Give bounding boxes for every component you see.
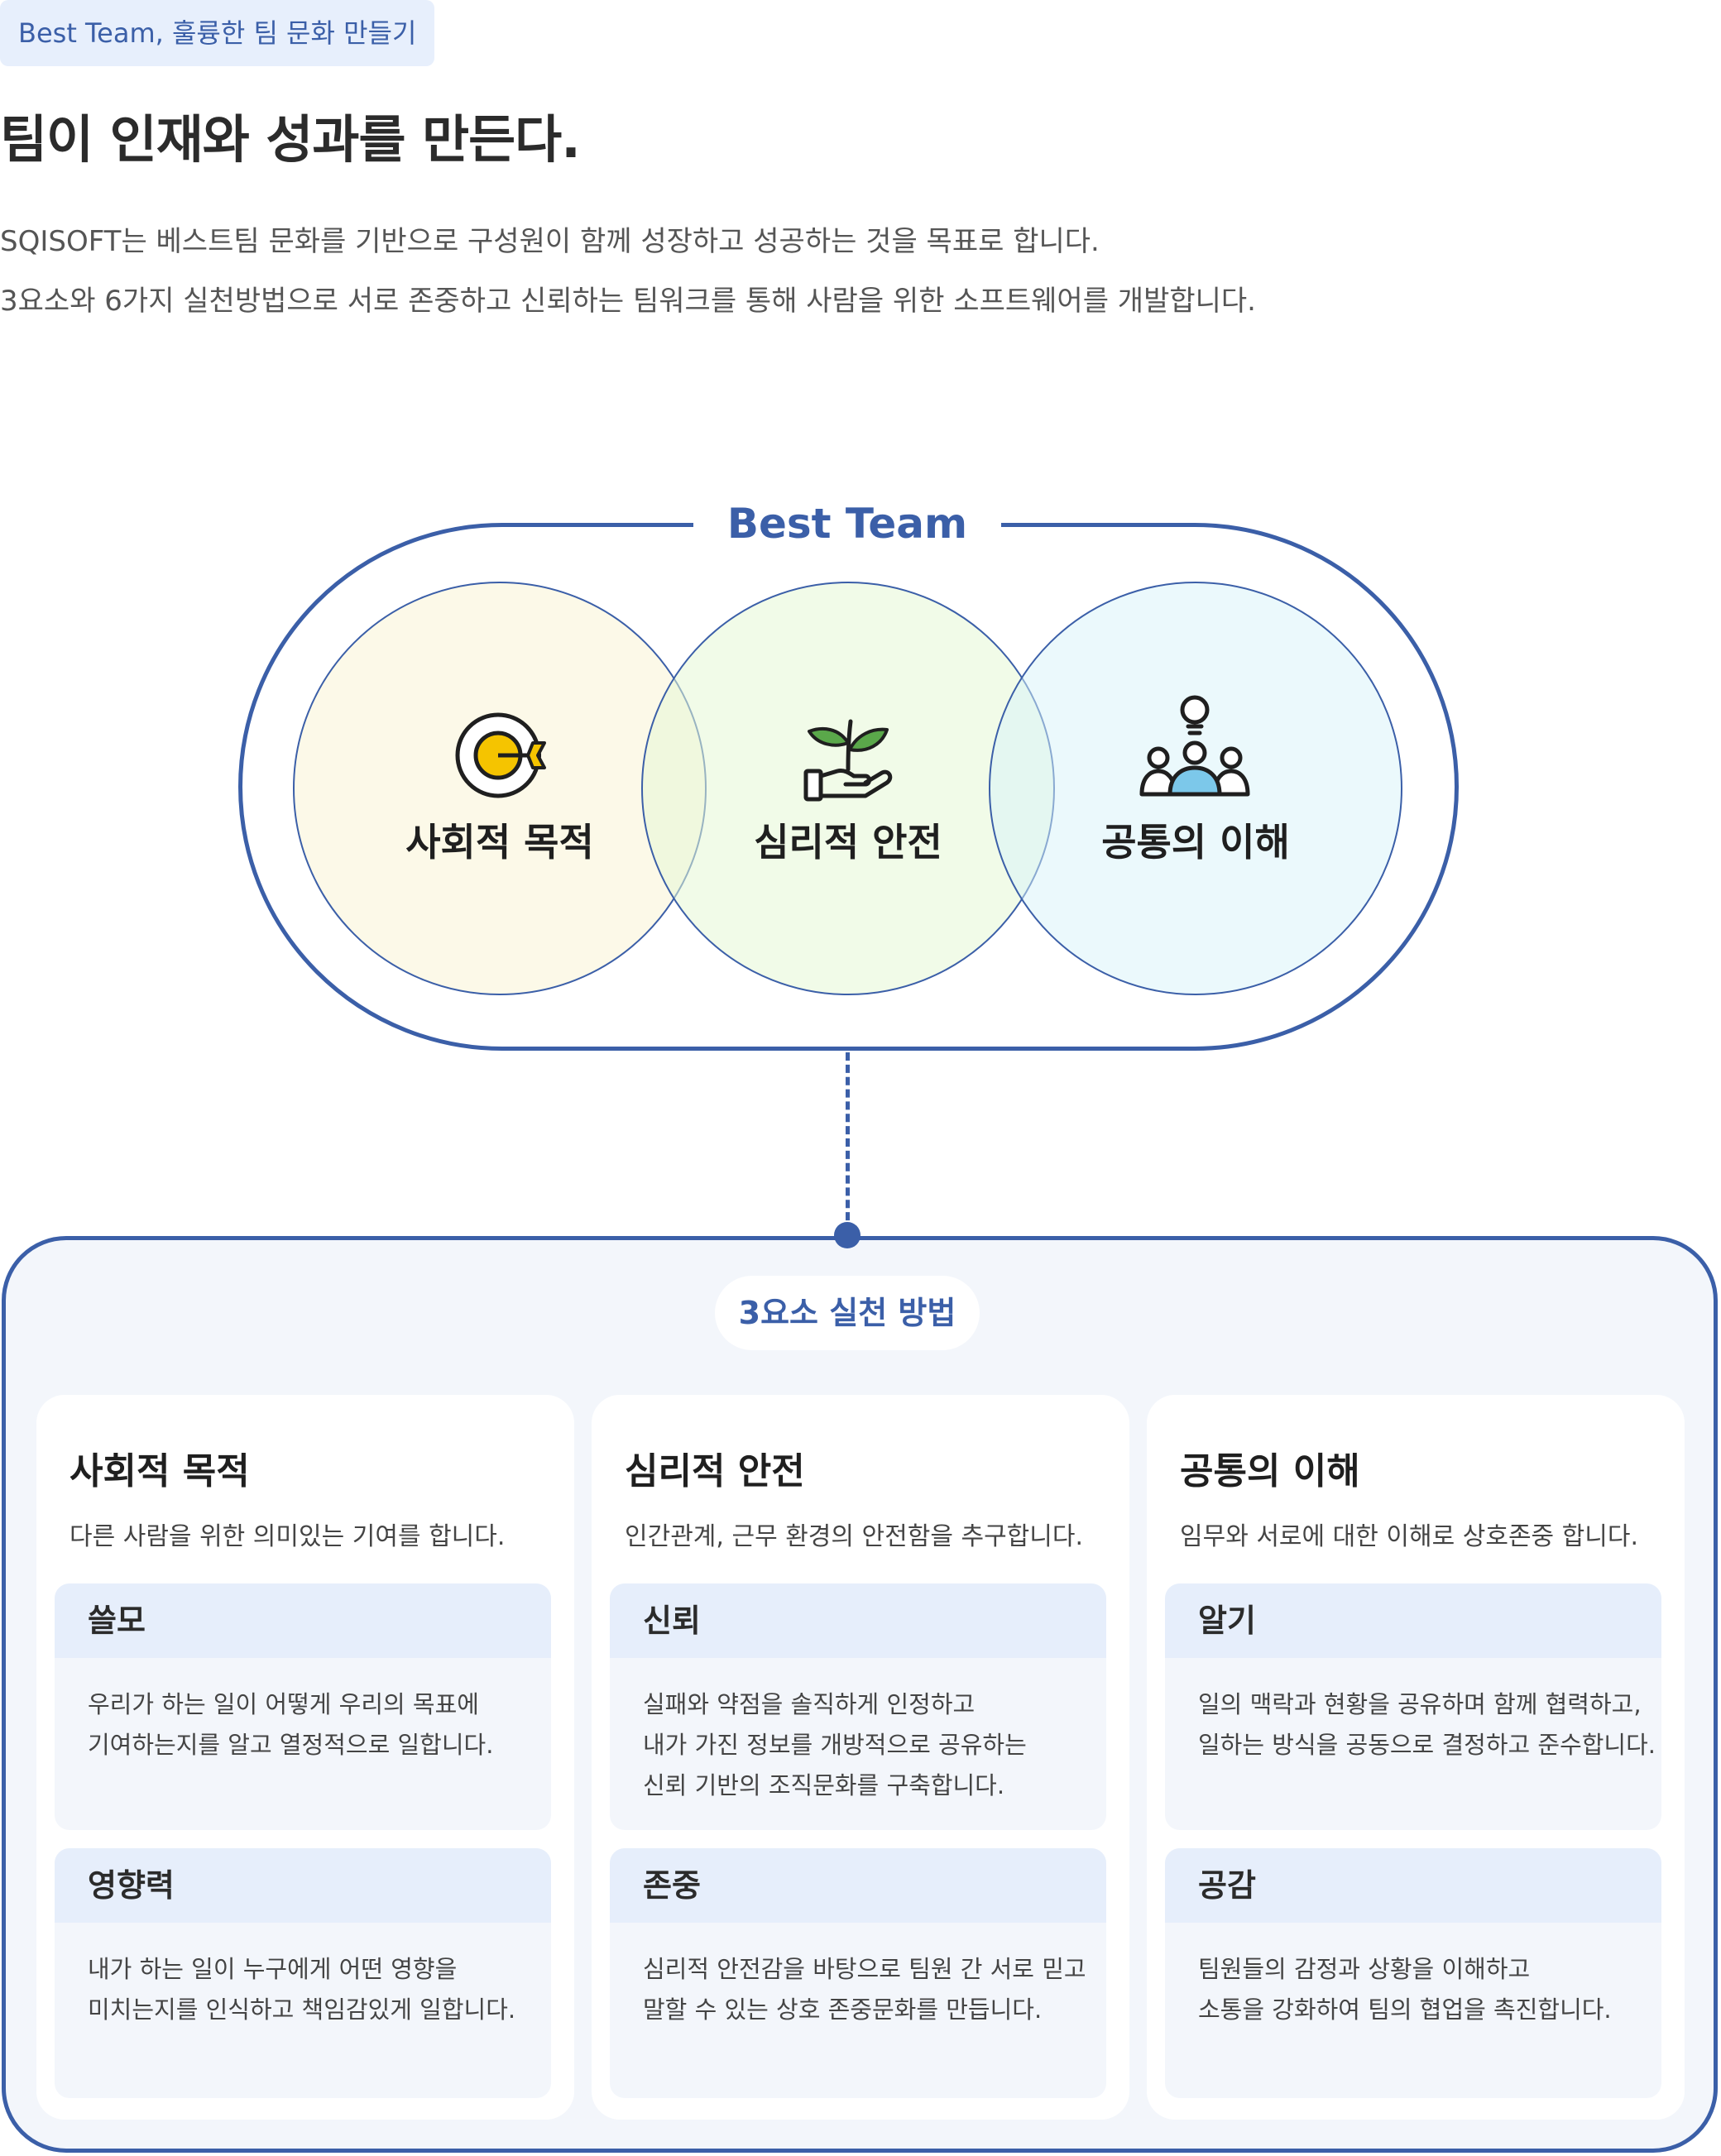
card-common-understanding: 공통의 이해 임무와 서로에 대한 이해로 상호존중 합니다. 알기 일의 맥락… <box>1147 1395 1685 2120</box>
circle-label: 사회적 목적 <box>405 820 594 865</box>
circle-psychological-safety <box>641 582 1055 995</box>
intro-line: 3요소와 6가지 실천방법으로 서로 존중하고 신뢰하는 팀워크를 통해 사람을… <box>0 285 1256 318</box>
diagram-title: Best Team <box>726 500 968 548</box>
circle-label: 공통의 이해 <box>1101 820 1290 865</box>
section-tag: Best Team, 훌륭한 팀 문화 만들기 <box>0 0 435 66</box>
card-title: 공통의 이해 <box>1180 1450 1360 1492</box>
practice-item-title: 알기 <box>1165 1583 1661 1658</box>
practice-item-title: 영향력 <box>55 1848 551 1923</box>
body-line: 심리적 안전감을 바탕으로 팀원 간 서로 믿고 <box>643 1955 1086 1983</box>
body-line: 일의 맥락과 현황을 공유하며 함께 협력하고, <box>1198 1690 1642 1718</box>
practice-item: 영향력 내가 하는 일이 누구에게 어떤 영향을 미치는지를 인식하고 책임감있… <box>55 1848 551 2098</box>
practice-item: 공감 팀원들의 감정과 상황을 이해하고 소통을 강화하여 팀의 협업을 촉진합… <box>1165 1848 1661 2098</box>
card-social-purpose: 사회적 목적 다른 사람을 위한 의미있는 기여를 합니다. 쓸모 우리가 하는… <box>36 1395 574 2120</box>
body-line: 팀원들의 감정과 상황을 이해하고 <box>1198 1955 1531 1983</box>
body-line: 신뢰 기반의 조직문화를 구축합니다. <box>643 1771 1005 1799</box>
practice-item-body: 팀원들의 감정과 상황을 이해하고 소통을 강화하여 팀의 협업을 촉진합니다. <box>1165 1923 1661 2030</box>
card-description: 인간관계, 근무 환경의 안전함을 추구합니다. <box>625 1522 1084 1551</box>
practice-item: 알기 일의 맥락과 현황을 공유하며 함께 협력하고, 일하는 방식을 공동으로… <box>1165 1583 1661 1830</box>
practice-item-body: 일의 맥락과 현황을 공유하며 함께 협력하고, 일하는 방식을 공동으로 결정… <box>1165 1658 1661 1766</box>
practice-item: 쓸모 우리가 하는 일이 어떻게 우리의 목표에 기여하는지를 알고 열정적으로… <box>55 1583 551 1830</box>
card-description: 임무와 서로에 대한 이해로 상호존중 합니다. <box>1180 1522 1639 1551</box>
practice-item-body: 내가 하는 일이 누구에게 어떤 영향을 미치는지를 인식하고 책임감있게 일합… <box>55 1923 551 2030</box>
card-description: 다른 사람을 위한 의미있는 기여를 합니다. <box>70 1522 506 1551</box>
connector-dot <box>834 1222 860 1248</box>
practice-item-title: 존중 <box>610 1848 1106 1923</box>
page-headline: 팀이 인재와 성과를 만든다. <box>0 109 581 170</box>
sprout-hand-icon <box>803 719 893 802</box>
card-title: 심리적 안전 <box>625 1450 805 1492</box>
body-line: 기여하는지를 알고 열정적으로 일합니다. <box>88 1731 494 1759</box>
intro-text: SQISOFT는 베스트팀 문화를 기반으로 구성원이 함께 성장하고 성공하는… <box>0 212 1256 331</box>
intro-line: SQISOFT는 베스트팀 문화를 기반으로 구성원이 함께 성장하고 성공하는… <box>0 225 1100 258</box>
body-line: 일하는 방식을 공동으로 결정하고 준수합니다. <box>1198 1731 1656 1759</box>
team-idea-icon <box>1139 695 1250 797</box>
target-icon <box>455 712 546 798</box>
practice-item: 존중 심리적 안전감을 바탕으로 팀원 간 서로 믿고 말할 수 있는 상호 존… <box>610 1848 1106 2098</box>
circle-label: 심리적 안전 <box>754 820 942 865</box>
body-line: 내가 하는 일이 누구에게 어떤 영향을 <box>88 1955 458 1983</box>
practice-item-body: 심리적 안전감을 바탕으로 팀원 간 서로 믿고 말할 수 있는 상호 존중문화… <box>610 1923 1106 2030</box>
practice-item-body: 실패와 약점을 솔직하게 인정하고 내가 가진 정보를 개방적으로 공유하는 신… <box>610 1658 1106 1806</box>
body-line: 미치는지를 인식하고 책임감있게 일합니다. <box>88 1995 516 2024</box>
practice-item-title: 신뢰 <box>610 1583 1106 1658</box>
practice-item-body: 우리가 하는 일이 어떻게 우리의 목표에 기여하는지를 알고 열정적으로 일합… <box>55 1658 551 1766</box>
body-line: 말할 수 있는 상호 존중문화를 만듭니다. <box>643 1995 1043 2024</box>
body-line: 실패와 약점을 솔직하게 인정하고 <box>643 1690 976 1718</box>
body-line: 소통을 강화하여 팀의 협업을 촉진합니다. <box>1198 1995 1612 2024</box>
practice-item-title: 공감 <box>1165 1848 1661 1923</box>
circle-social-purpose <box>293 582 707 995</box>
practice-item-title: 쓸모 <box>55 1583 551 1658</box>
body-line: 우리가 하는 일이 어떻게 우리의 목표에 <box>88 1690 479 1718</box>
card-psychological-safety: 심리적 안전 인간관계, 근무 환경의 안전함을 추구합니다. 신뢰 실패와 약… <box>592 1395 1129 2120</box>
connector-line <box>846 1052 850 1233</box>
practice-pill: 3요소 실천 방법 <box>715 1276 980 1350</box>
practice-item: 신뢰 실패와 약점을 솔직하게 인정하고 내가 가진 정보를 개방적으로 공유하… <box>610 1583 1106 1830</box>
card-title: 사회적 목적 <box>70 1450 250 1492</box>
body-line: 내가 가진 정보를 개방적으로 공유하는 <box>643 1731 1027 1759</box>
